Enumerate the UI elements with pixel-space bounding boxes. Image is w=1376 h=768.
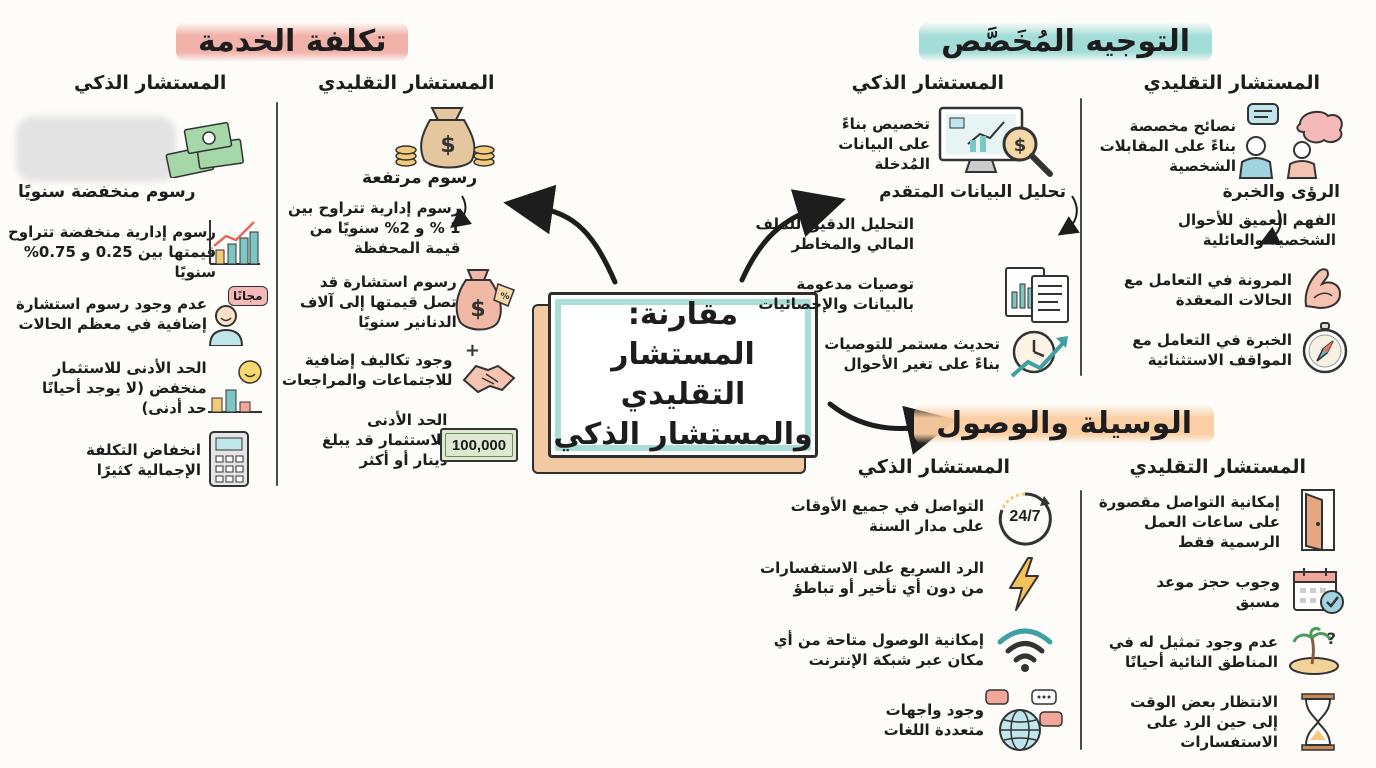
- access-divider: [1080, 490, 1082, 750]
- clock-247-icon: 24/7: [994, 488, 1056, 550]
- arrow-to-cost: [503, 184, 618, 285]
- hourglass-icon: [1301, 693, 1335, 751]
- svg-text:$: $: [470, 297, 485, 322]
- handshake-plus-icon: +: [462, 340, 516, 394]
- door-icon: [1301, 489, 1335, 552]
- report-document-icon: [1005, 267, 1069, 323]
- svg-text:+: +: [465, 340, 480, 361]
- center-line-1: مقارنة:: [627, 297, 739, 332]
- access-traditional-heading: المستشار التقليدي: [1129, 456, 1306, 478]
- advisor-conversation-icon: [1238, 103, 1343, 179]
- center-line-2: المستشار التقليدي: [611, 337, 755, 412]
- banknote-icon: 100,000: [440, 428, 518, 462]
- access-smart-heading: المستشار الذكي: [857, 456, 1010, 478]
- calculator-icon: [209, 431, 249, 487]
- blurred-region: [16, 116, 176, 182]
- cost-divider: [276, 102, 278, 486]
- money-bag-tag-icon: $ %: [455, 269, 515, 331]
- low-bar-smiley-icon: [208, 360, 262, 413]
- cost-title: تكلفة الخدمة: [176, 22, 409, 62]
- globe-chat-icon: [985, 689, 1063, 751]
- money-bag-coins-icon: $: [395, 107, 495, 169]
- clock-247-label: 24/7: [1009, 508, 1041, 525]
- cost-smart-subheading: رسوم منخفضة سنويًا: [18, 182, 196, 202]
- cost-traditional-heading: المستشار التقليدي: [318, 72, 495, 94]
- personal-smart-subheading: تحليل البيانات المتقدم: [879, 182, 1066, 202]
- compass-icon: [1302, 322, 1348, 374]
- free-badge: مجانًا: [228, 286, 268, 306]
- monitor-analytics-icon: $: [938, 106, 1053, 177]
- strong-arm-icon: [1304, 268, 1342, 310]
- growth-chart-icon: [209, 220, 260, 265]
- svg-text:%: %: [500, 292, 509, 302]
- smiling-person-icon: [208, 305, 244, 346]
- lightning-icon: [1009, 557, 1039, 611]
- svg-text:?: ?: [1327, 629, 1336, 648]
- center-line-3: والمستشار الذكي: [553, 417, 813, 452]
- center-card: مقارنة: المستشار التقليدي والمستشار الذك…: [548, 292, 818, 458]
- island-icon: ?: [1289, 626, 1339, 675]
- personal-trad-subheading: الرؤى والخبرة: [1222, 182, 1340, 202]
- svg-text:$: $: [1014, 135, 1027, 156]
- calendar-check-icon: [1293, 568, 1344, 614]
- cost-trad-subheading: رسوم مرتفعة: [362, 168, 478, 188]
- svg-text:$: $: [440, 133, 455, 158]
- personal-divider: [1080, 98, 1082, 376]
- access-title: الوسيلة والوصول: [914, 404, 1214, 444]
- clock-growth-icon: [1010, 330, 1068, 378]
- wifi-icon: [997, 628, 1053, 672]
- personal-title: التوجيه المُخَصَّص: [919, 22, 1212, 62]
- personal-smart-heading: المستشار الذكي: [851, 72, 1004, 94]
- personal-traditional-heading: المستشار التقليدي: [1143, 72, 1320, 94]
- cash-stack-icon: [165, 121, 244, 178]
- cost-smart-heading: المستشار الذكي: [74, 72, 227, 94]
- banknote-label: 100,000: [451, 436, 507, 454]
